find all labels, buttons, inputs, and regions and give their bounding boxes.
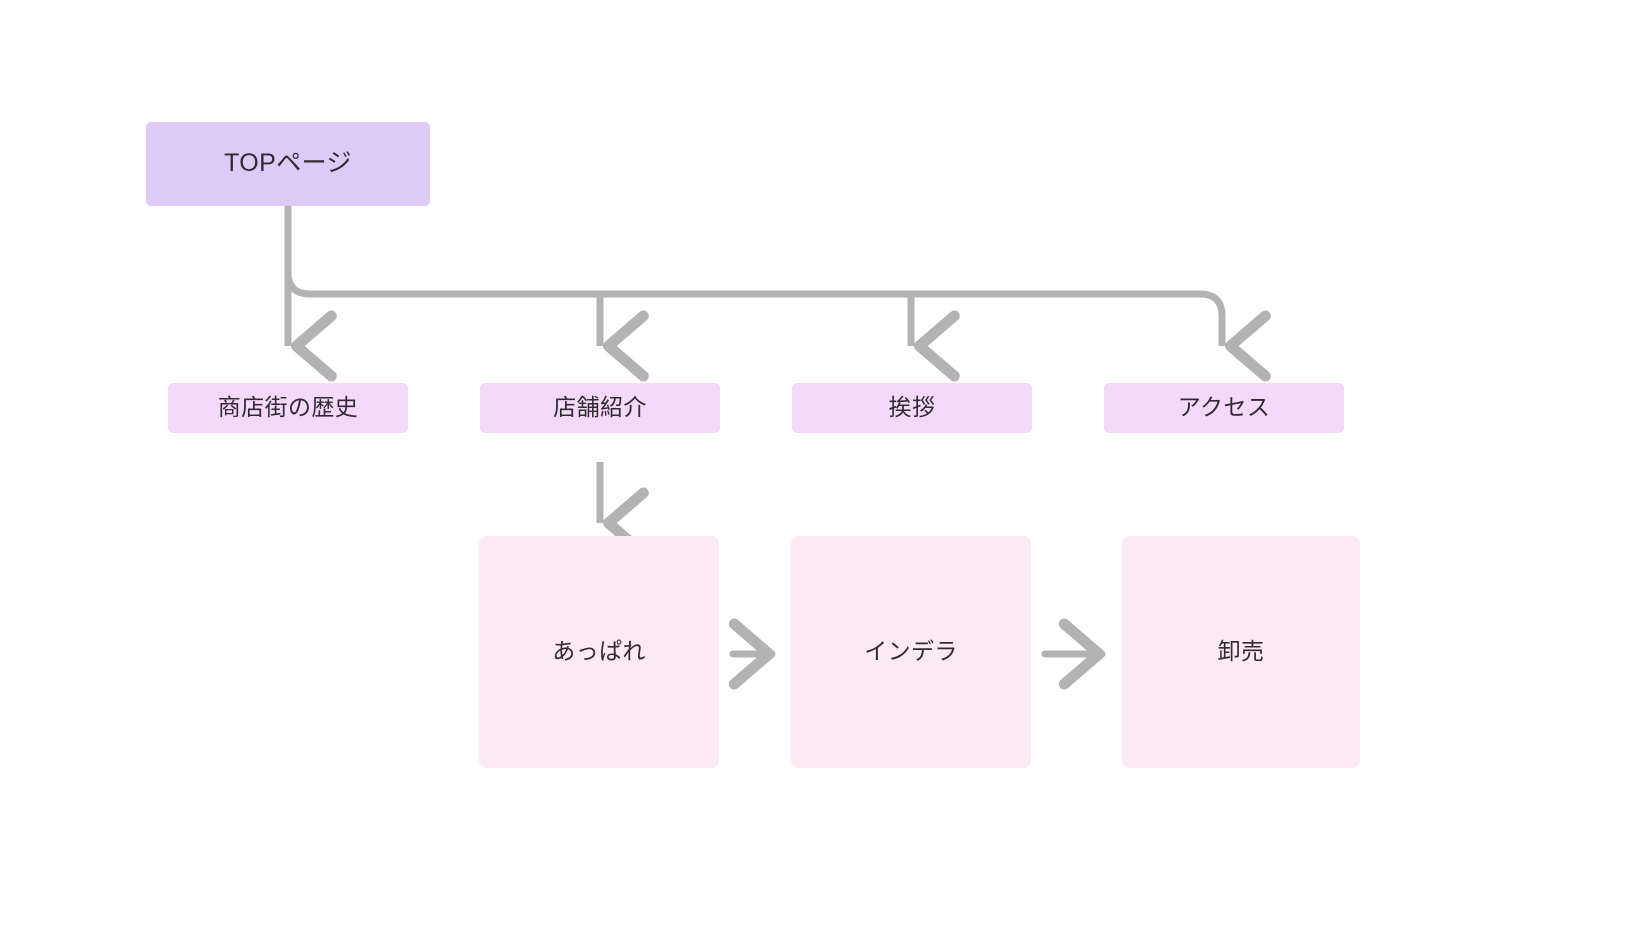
node-top-page-label: TOPページ	[224, 149, 352, 178]
node-wholesale[interactable]: 卸売	[1122, 536, 1360, 768]
node-greeting[interactable]: 挨拶	[792, 383, 1032, 433]
node-shop-introduction-label: 店舗紹介	[553, 394, 647, 421]
node-indera[interactable]: インデラ	[791, 536, 1031, 768]
node-shopping-street-history-label: 商店街の歴史	[217, 394, 359, 421]
node-greeting-label: 挨拶	[888, 394, 936, 421]
node-appare-label: あっぱれ	[552, 638, 646, 665]
node-shopping-street-history[interactable]: 商店街の歴史	[168, 383, 408, 433]
node-shop-introduction[interactable]: 店舗紹介	[480, 383, 720, 433]
node-wholesale-label: 卸売	[1217, 638, 1265, 665]
node-access-label: アクセス	[1177, 394, 1271, 421]
node-top-page[interactable]: TOPページ	[146, 122, 430, 206]
node-appare[interactable]: あっぱれ	[479, 536, 719, 768]
node-access[interactable]: アクセス	[1104, 383, 1344, 433]
edge-bus-horizontal	[284, 271, 1271, 382]
node-indera-label: インデラ	[864, 638, 958, 665]
